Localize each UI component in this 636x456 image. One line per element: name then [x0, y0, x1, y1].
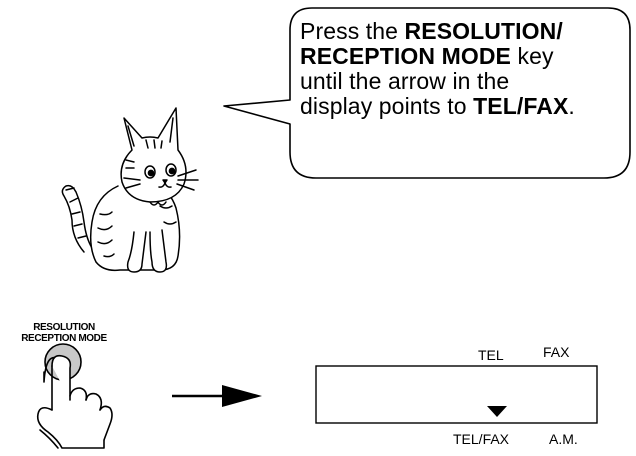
display-label-tel: TEL: [478, 347, 504, 363]
instruction-line-3: until the arrow in the: [300, 69, 630, 94]
key-name-part2: RECEPTION MODE: [300, 43, 511, 69]
instruction-text-plain: .: [568, 93, 575, 119]
key-label-line-2: RECEPTION MODE: [21, 333, 107, 344]
instruction-text: Press the RESOLUTION/ RECEPTION MODE key…: [300, 19, 630, 119]
cat-icon: [61, 107, 199, 273]
instruction-line-1: Press the RESOLUTION/: [300, 19, 630, 44]
mode-name: TEL/FAX: [473, 93, 569, 119]
key-label-line-1: RESOLUTION: [33, 322, 95, 333]
instruction-line-4: display points to TEL/FAX.: [300, 94, 630, 119]
lcd-display: [315, 365, 598, 424]
instruction-line-2: RECEPTION MODE key: [300, 44, 630, 69]
pointing-hand-icon: [36, 343, 113, 449]
key-label: RESOLUTION RECEPTION MODE: [2, 322, 126, 344]
key-name-part1: RESOLUTION/: [404, 18, 563, 44]
display-label-telfax: TEL/FAX: [453, 431, 510, 447]
down-arrow-indicator: [487, 406, 507, 417]
instruction-text-plain: Press the: [300, 18, 405, 44]
instruction-text-plain: display points to: [300, 93, 474, 119]
right-arrow-icon: [172, 385, 262, 407]
speech-bubble: [223, 7, 631, 179]
instruction-text-plain: until the arrow in the: [300, 68, 510, 94]
display-label-am: A.M.: [549, 431, 578, 447]
instruction-text-plain: key: [510, 43, 554, 69]
display-label-fax: FAX: [543, 344, 570, 360]
